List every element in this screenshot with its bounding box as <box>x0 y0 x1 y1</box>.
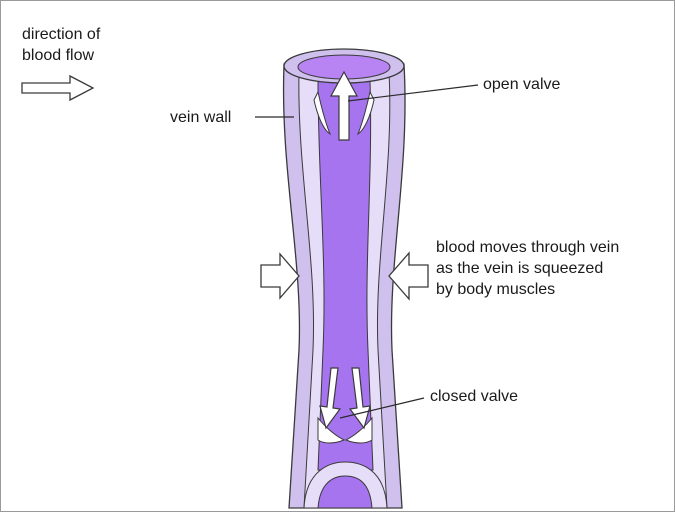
squeeze-line3: by body muscles <box>436 279 619 300</box>
flow-legend-line1: direction of <box>22 24 100 45</box>
flow-direction-arrow-icon <box>22 76 93 100</box>
squeeze-arrow-left-icon <box>261 254 299 298</box>
open-valve-label: open valve <box>483 74 560 95</box>
squeeze-line2: as the vein is squeezed <box>436 258 619 279</box>
closed-valve-label: closed valve <box>430 386 518 407</box>
squeeze-line1: blood moves through vein <box>436 237 619 258</box>
flow-legend-line2: blood flow <box>22 45 100 66</box>
flow-legend-label: direction of blood flow <box>22 24 100 66</box>
vein-wall-label: vein wall <box>170 107 231 128</box>
squeeze-explanation-label: blood moves through vein as the vein is … <box>436 237 619 300</box>
